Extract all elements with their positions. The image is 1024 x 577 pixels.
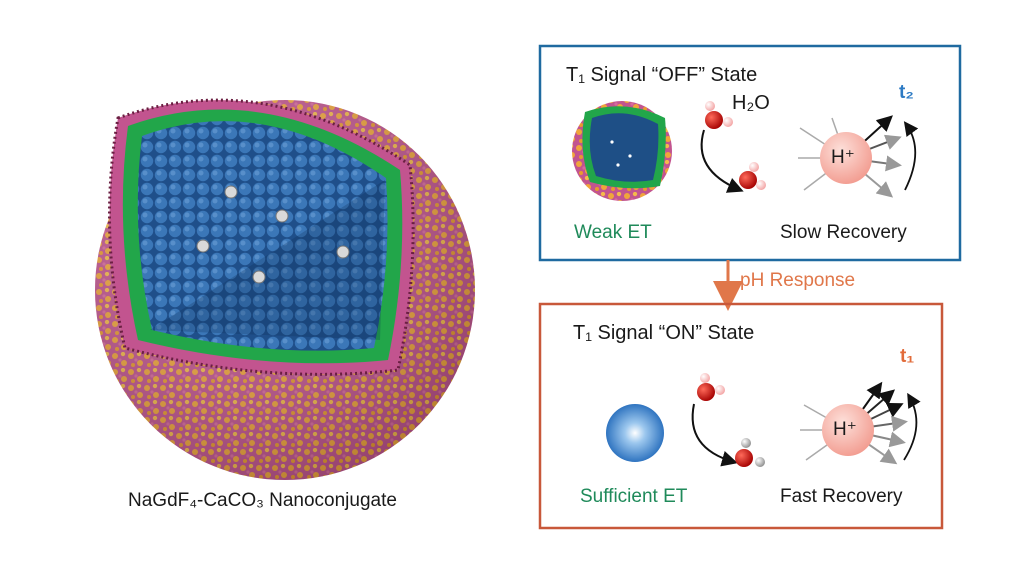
water-molecule-icon (735, 438, 765, 467)
water-molecule-icon (697, 373, 725, 401)
proton-label-off: H⁺ (831, 147, 855, 168)
water-label: H₂O (732, 92, 770, 114)
water-molecule-icon (705, 101, 733, 129)
off-state-title: T₁ Signal “OFF” State (566, 64, 758, 86)
off-state-panel (538, 44, 962, 262)
time-t2-label: t₂ (899, 82, 914, 103)
sufficient-et-label: Sufficient ET (580, 486, 688, 507)
water-molecule-icon (739, 162, 766, 190)
time-t1-label: t₁ (900, 346, 915, 367)
proton-label-on: H⁺ (833, 419, 857, 440)
water-exchange-arrow (691, 403, 738, 467)
weak-et-label: Weak ET (574, 222, 652, 243)
weak-et-particle-icon (572, 101, 672, 201)
sufficient-et-particle-icon (606, 404, 664, 462)
nanoconjugate-sphere (95, 98, 475, 480)
slow-recovery-label: Slow Recovery (780, 222, 907, 243)
fast-recovery-label: Fast Recovery (780, 486, 903, 507)
proton-relaxation-icon (800, 381, 921, 465)
on-state-title: T₁ Signal “ON” State (573, 322, 755, 344)
on-state-panel (538, 302, 944, 530)
ph-response-label: pH Response (740, 270, 856, 291)
nanoconjugate-label: NaGdF₄-CaCO₃ Nanoconjugate (128, 490, 397, 511)
proton-relaxation-icon (798, 115, 919, 198)
water-exchange-arrow (700, 129, 744, 193)
dopant-ions (196, 185, 350, 284)
